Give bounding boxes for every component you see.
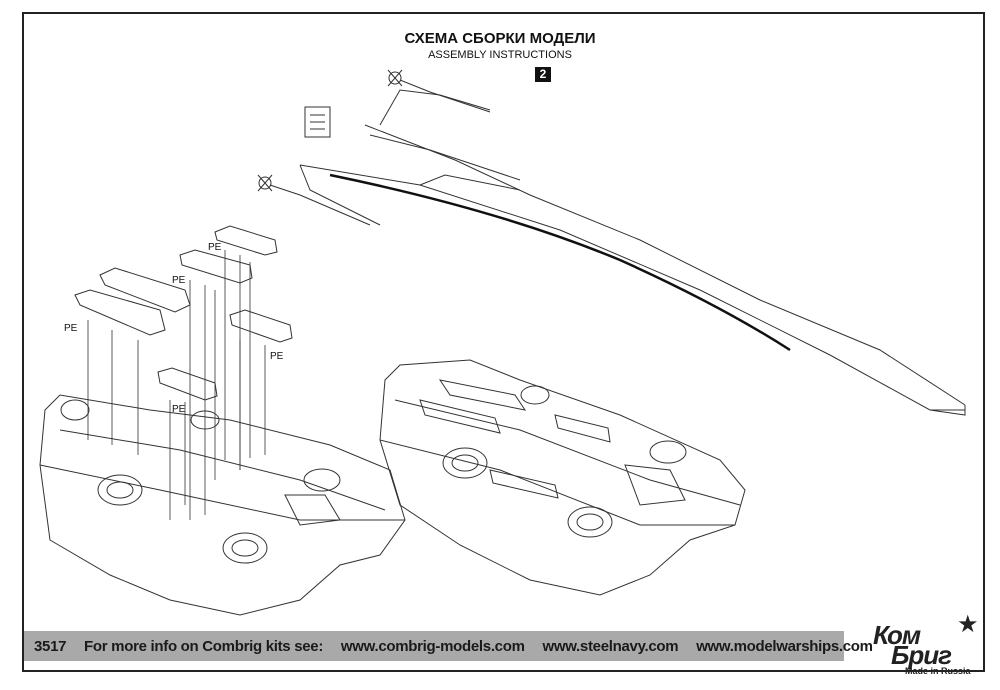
combrig-logo: Ком Бриг ★ (865, 610, 985, 680)
footer-link[interactable]: www.steelnavy.com (542, 638, 679, 655)
logo-line-1: Ком (873, 620, 921, 650)
page-frame (22, 12, 985, 672)
instruction-title-ru: СХЕМА СБОРКИ МОДЕЛИ (404, 30, 596, 47)
footer-link[interactable]: www.modelwarships.com (696, 638, 873, 655)
pe-label: PE (172, 404, 186, 415)
deck-right-drawing (379, 359, 746, 596)
footer-bar (24, 631, 844, 661)
deck-left-drawing (39, 394, 406, 616)
pe-label: PE (64, 323, 78, 334)
propeller-assembly (257, 69, 491, 226)
pe-label: PE (172, 275, 186, 286)
kit-number: 3517 (34, 638, 67, 655)
boats-left-drawing (74, 225, 293, 401)
hull-drawing (299, 89, 966, 416)
footer-info: For more info on Combrig kits see: (84, 638, 324, 655)
pe-label: PE (270, 351, 284, 362)
instruction-title-en: ASSEMBLY INSTRUCTIONS (428, 49, 572, 61)
step-number-badge: 2 (535, 67, 551, 82)
footer-link[interactable]: www.combrig-models.com (340, 638, 525, 655)
pe-label: PE (208, 242, 222, 253)
footer-text: 3517 For more info on Combrig kits see: … (34, 638, 887, 655)
made-in-label: Made in Russia (905, 666, 971, 676)
star-icon: ★ (957, 611, 979, 638)
exploded-guide-lines (87, 250, 266, 520)
logo-line-2: Бриг (891, 640, 952, 670)
